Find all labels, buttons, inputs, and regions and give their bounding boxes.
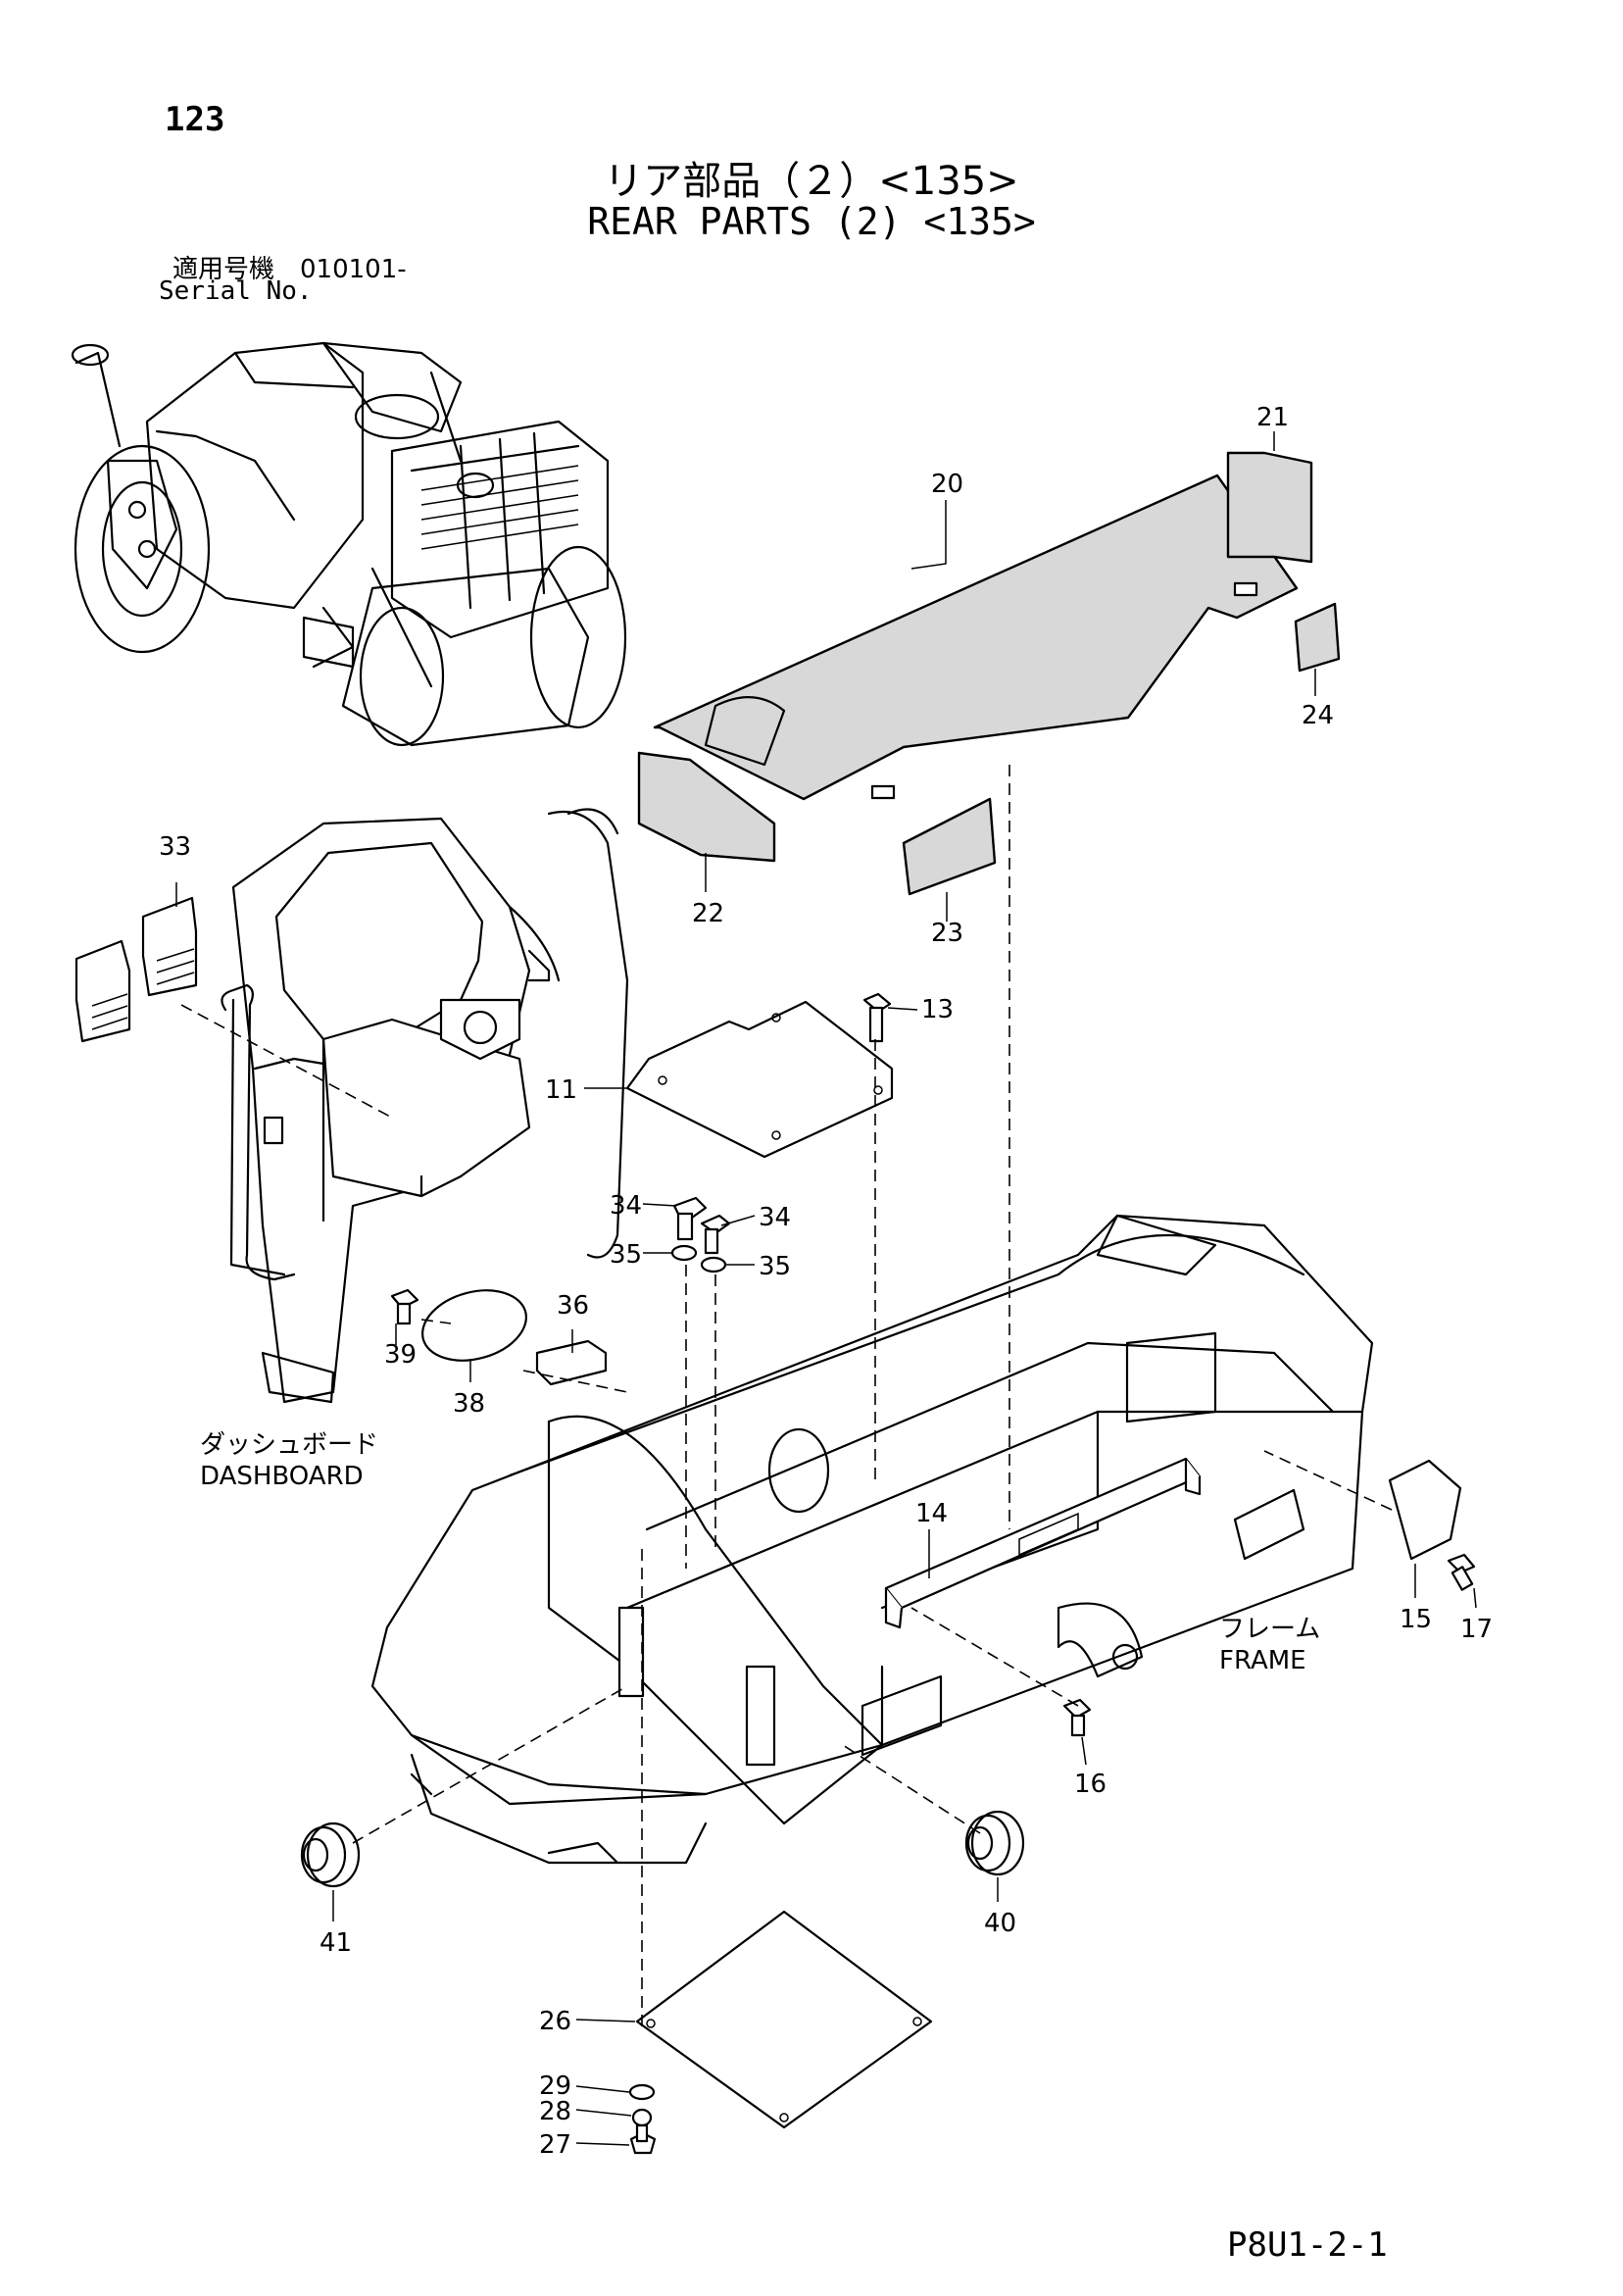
caption-frame-jp: フレーム: [1219, 1615, 1320, 1644]
callout-13: 13: [921, 995, 954, 1024]
floor-mat-part-20: [653, 474, 1299, 801]
callout-36: 36: [557, 1291, 589, 1321]
callout-40: 40: [984, 1909, 1016, 1938]
callout-16: 16: [1074, 1770, 1107, 1799]
callout-38: 38: [453, 1389, 485, 1419]
callout-17: 17: [1460, 1615, 1493, 1644]
machine-overview-illustration: [71, 341, 627, 747]
callout-27: 27: [539, 2130, 571, 2160]
part-36: [535, 1339, 608, 1386]
rubber-mount-part-40: [964, 1810, 1025, 1876]
callout-39: 39: [384, 1340, 417, 1370]
serial-label-english: Serial No.: [159, 276, 313, 306]
title-english: REAR PARTS (2) <135>: [587, 200, 1036, 243]
dashboard-illustration: [221, 808, 629, 1404]
callout-41: 41: [320, 1928, 352, 1958]
drawing-code: P8U1-2-1: [1227, 2225, 1388, 2265]
callout-29: 29: [539, 2071, 571, 2101]
mat-part-22: [637, 751, 776, 863]
serial-label-japanese: 適用号機 010101-: [172, 255, 407, 284]
pedal-pad-part-33: [141, 896, 198, 997]
callout-26: 26: [539, 2007, 571, 2036]
caption-frame-en: FRAME: [1219, 1646, 1306, 1675]
cover-plate-part-11: [625, 1000, 894, 1159]
page-number: 123: [165, 100, 225, 139]
plate-part-26: [635, 1910, 933, 2129]
callout-21: 21: [1256, 403, 1289, 432]
callout-35-left: 35: [610, 1240, 642, 1270]
mat-part-23: [902, 797, 997, 896]
callout-11: 11: [545, 1075, 577, 1105]
callout-22: 22: [692, 899, 724, 928]
mat-part-21: [1226, 451, 1313, 564]
callout-28: 28: [539, 2097, 571, 2126]
rubber-mount-part-41: [300, 1822, 361, 1888]
cover-part-15: [1388, 1459, 1462, 1561]
title-japanese: リア部品（２）<135>: [604, 159, 1019, 204]
caption-dashboard-jp: ダッシュボード: [200, 1430, 378, 1460]
callout-20: 20: [931, 470, 963, 499]
callout-14: 14: [915, 1499, 948, 1528]
caption-dashboard-en: DASHBOARD: [200, 1462, 364, 1491]
callout-15: 15: [1400, 1605, 1432, 1634]
plate-part-38: [421, 1289, 527, 1362]
mat-part-24: [1294, 602, 1341, 673]
callout-35-right: 35: [759, 1252, 791, 1281]
frame-illustration: [370, 1214, 1374, 1865]
callout-24: 24: [1302, 701, 1334, 730]
callout-23: 23: [931, 919, 963, 948]
callout-33: 33: [159, 832, 191, 862]
callout-34-left: 34: [610, 1191, 642, 1221]
callout-34-right: 34: [759, 1203, 791, 1232]
